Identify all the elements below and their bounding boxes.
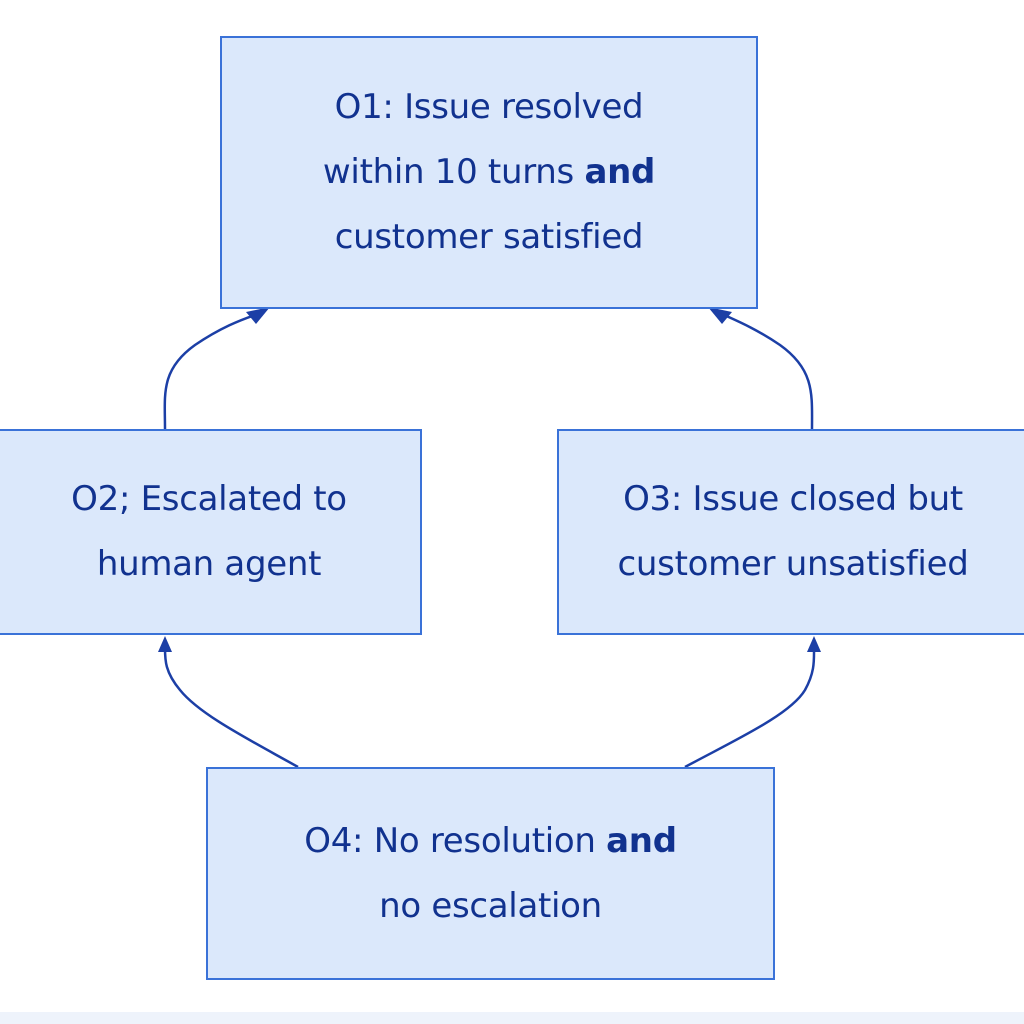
arrowhead-o3-to-o1	[708, 307, 732, 324]
node-o3-line1: O3: Issue closed but	[623, 479, 963, 519]
arrowhead-o4-to-o2	[158, 636, 172, 652]
node-o2-line1: O2; Escalated to	[71, 479, 347, 519]
node-o1-line1: O1: Issue resolved	[334, 87, 644, 127]
node-o1-resolved-satisfied: O1: Issue resolved within 10 turns and c…	[220, 36, 758, 309]
edge-o3-to-o1	[708, 307, 814, 430]
node-o2-line2: human agent	[96, 544, 322, 584]
node-o2-escalated: O2; Escalated to human agent	[0, 429, 422, 635]
node-o4-line2: no escalation	[379, 885, 602, 926]
node-o4-no-resolution: O4: No resolution and no escalation	[206, 767, 775, 980]
node-o1-line2-bold: and	[584, 152, 656, 192]
edge-o4-to-o3	[684, 636, 821, 769]
node-o1-line2: within 10 turns and	[323, 140, 655, 205]
edge-o4-to-o2	[158, 636, 299, 769]
node-o1-line2-text: within 10 turns	[322, 152, 585, 192]
arrowhead-o2-to-o1	[246, 307, 270, 324]
node-o4-line1-bold: and	[606, 820, 677, 861]
node-o1-line3: customer satisfied	[334, 217, 644, 257]
node-o4-line1: O4: No resolution and	[304, 809, 677, 874]
node-o3-closed-unsatisfied: O3: Issue closed but customer unsatisfie…	[557, 429, 1024, 635]
edge-o2-to-o1	[163, 307, 270, 430]
footer-band	[0, 1012, 1024, 1024]
arrowhead-o4-to-o3	[807, 636, 821, 652]
node-o3-line2: customer unsatisfied	[617, 544, 969, 584]
node-o4-line1-text: O4: No resolution	[304, 820, 607, 861]
